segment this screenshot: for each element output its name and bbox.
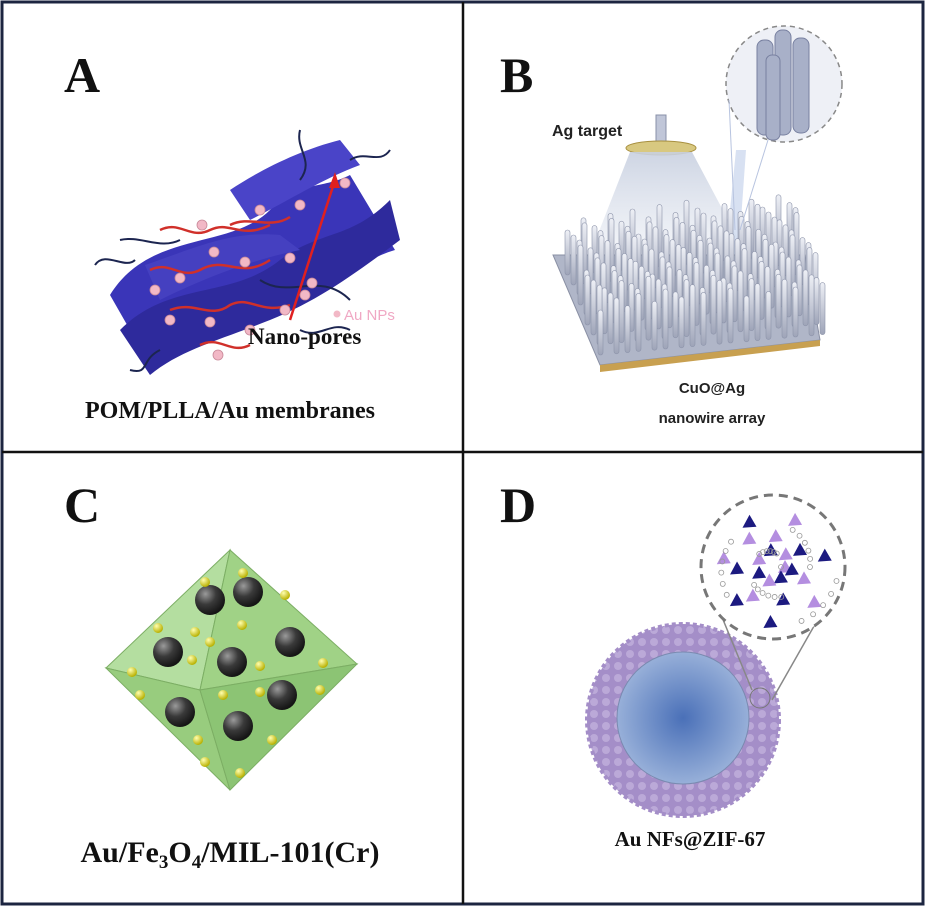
magnified-zif-circle [699, 493, 847, 641]
octahedron-illustration [104, 548, 359, 791]
panel-c: C Au/Fe3O4/MIL-101(Cr) [64, 477, 379, 873]
core-shell-illustration [585, 493, 847, 818]
panel-b: B Ag target CuO@Ag nanowire array [500, 25, 843, 427]
caption-c-subscript: 4 [192, 852, 202, 873]
panel-label-b: B [500, 47, 533, 103]
panel-label-a: A [64, 47, 100, 103]
au-nps-legend: Au NPs [344, 307, 395, 324]
pom-plla-membrane-illustration [94, 129, 400, 375]
au-np-legend-dot [333, 310, 341, 318]
sputtering-illustration [552, 25, 843, 372]
panel-d: D Au NFs@ZIF-67 [500, 477, 847, 851]
panel-a: A Au NPs Nano-pores POM/PLLA/Au membrane… [64, 47, 400, 424]
panel-label-d: D [500, 477, 536, 533]
panel-caption-b-line2: nanowire array [659, 410, 766, 427]
panel-caption-c: Au/Fe3O4/MIL-101(Cr) [81, 836, 380, 873]
caption-c-part: O [168, 836, 191, 869]
panel-caption-b-line1: CuO@Ag [679, 380, 745, 397]
nano-pores-annotation: Nano-pores [248, 324, 361, 349]
panel-caption-d: Au NFs@ZIF-67 [615, 827, 766, 851]
ag-target-label: Ag target [552, 123, 623, 140]
panel-label-c: C [64, 477, 100, 533]
caption-c-part: Au/Fe [81, 836, 159, 869]
caption-c-subscript: 3 [159, 852, 169, 873]
nano-pore-arrow [288, 179, 337, 321]
panel-caption-a: POM/PLLA/Au membranes [85, 398, 375, 424]
caption-c-part: /MIL-101(Cr) [200, 836, 379, 869]
